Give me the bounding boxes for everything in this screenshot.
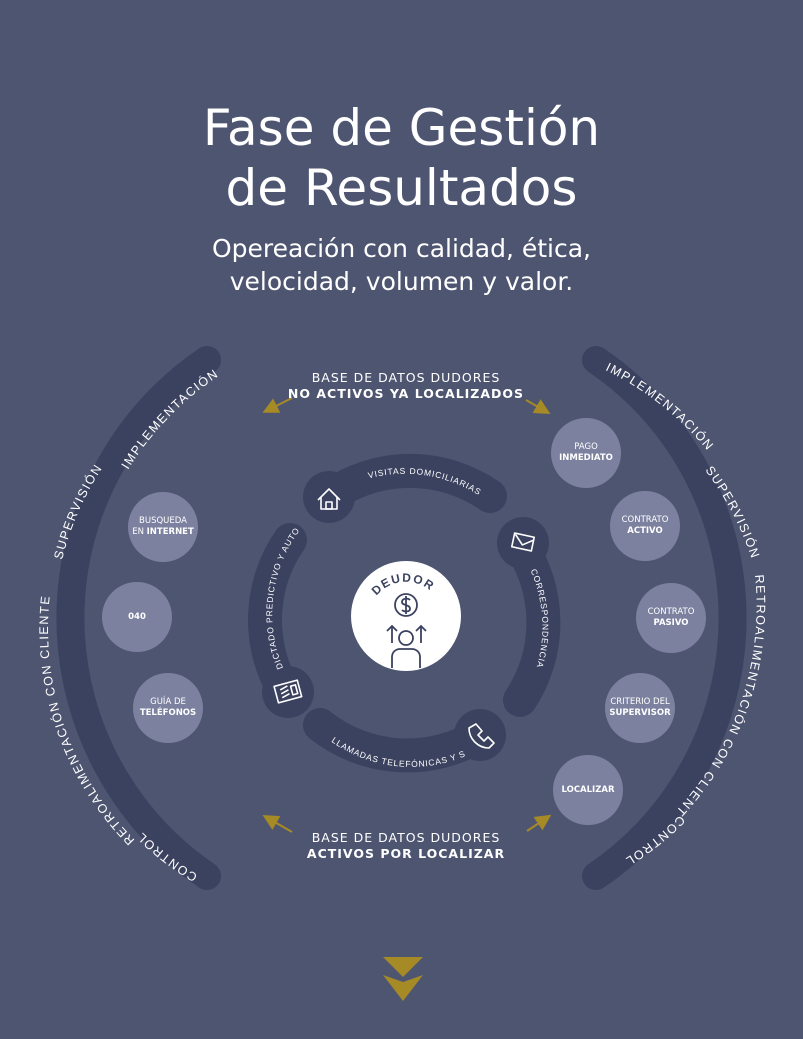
arrow-bottom-left	[262, 815, 293, 833]
node-label-prefix: EN	[132, 527, 147, 537]
db-bottom-line2: ACTIVOS POR LOCALIZAR	[306, 846, 506, 861]
arrow-top-right	[525, 399, 551, 414]
title-line-2: de Resultados	[225, 159, 578, 217]
envelope-icon-badge	[497, 517, 549, 569]
node-criterio-supervisor: CRITERIO DEL SUPERVISOR	[605, 673, 675, 743]
title-line-1: Fase de Gestión	[202, 99, 601, 157]
page-subtitle: Opereación con calidad, ética, velocidad…	[0, 232, 803, 298]
up-arrow-icon	[386, 624, 427, 643]
node-pago-inmediato: PAGO INMEDIATO	[551, 418, 621, 488]
node-busqueda-internet: BUSQUEDA EN INTERNET	[128, 492, 198, 562]
node-localizar: LOCALIZAR	[553, 755, 623, 825]
node-label-bold: ACTIVO	[627, 526, 663, 536]
page-title: Fase de Gestión de Resultados	[0, 98, 803, 218]
node-label-line1: GUÍA DE	[150, 697, 186, 707]
house-icon-badge	[303, 471, 355, 523]
dollar-icon	[394, 593, 418, 617]
node-label-bold: INTERNET	[146, 527, 194, 537]
node-label-bold: 040	[128, 611, 146, 622]
fax-icon-badge	[262, 666, 314, 718]
node-contrato-pasivo: CONTRATO PASIVO	[636, 583, 706, 653]
node-label-line1: PAGO	[574, 442, 598, 452]
outer-arc-left	[56, 346, 221, 890]
node-contrato-activo: CONTRATO ACTIVO	[610, 491, 680, 561]
db-top-line1: BASE DE DATOS DUDORES	[311, 370, 501, 385]
node-label-bold: INMEDIATO	[559, 453, 613, 463]
node-label-line1: BUSQUEDA	[139, 516, 187, 526]
db-label-top: BASE DE DATOS DUDORES NO ACTIVOS YA LOCA…	[256, 370, 556, 402]
node-label-bold: PASIVO	[653, 618, 689, 628]
node-label-bold: SUPERVISOR	[609, 708, 671, 718]
db-label-bottom: BASE DE DATOS DUDORES ACTIVOS POR LOCALI…	[256, 830, 556, 862]
double-chevron-down-icon[interactable]	[383, 957, 423, 1001]
house-icon	[317, 488, 341, 510]
phone-icon	[468, 723, 495, 749]
db-top-line2: NO ACTIVOS YA LOCALIZADOS	[287, 386, 525, 401]
node-040: 040	[102, 582, 172, 652]
node-label-line1: CRITERIO DEL	[610, 697, 670, 707]
subtitle-line-1: Opereación con calidad, ética,	[211, 234, 592, 263]
db-bottom-line1: BASE DE DATOS DUDORES	[311, 830, 501, 845]
node-guia-telefonos: GUÍA DE TELÉFONOS	[133, 673, 203, 743]
phone-icon-badge	[454, 709, 506, 761]
node-label-line1: CONTRATO	[647, 607, 695, 617]
node-label-bold: TELÉFONOS	[139, 708, 197, 718]
outer-arc-right	[582, 346, 747, 890]
fax-icon	[273, 679, 303, 704]
arrow-top-left	[262, 397, 293, 413]
person-icon	[391, 630, 421, 668]
node-label-line1: CONTRATO	[621, 515, 669, 525]
node-label-bold: LOCALIZAR	[561, 784, 615, 795]
envelope-icon	[510, 532, 536, 552]
subtitle-line-2: velocidad, volumen y valor.	[229, 267, 574, 296]
arrow-bottom-right	[526, 814, 552, 832]
